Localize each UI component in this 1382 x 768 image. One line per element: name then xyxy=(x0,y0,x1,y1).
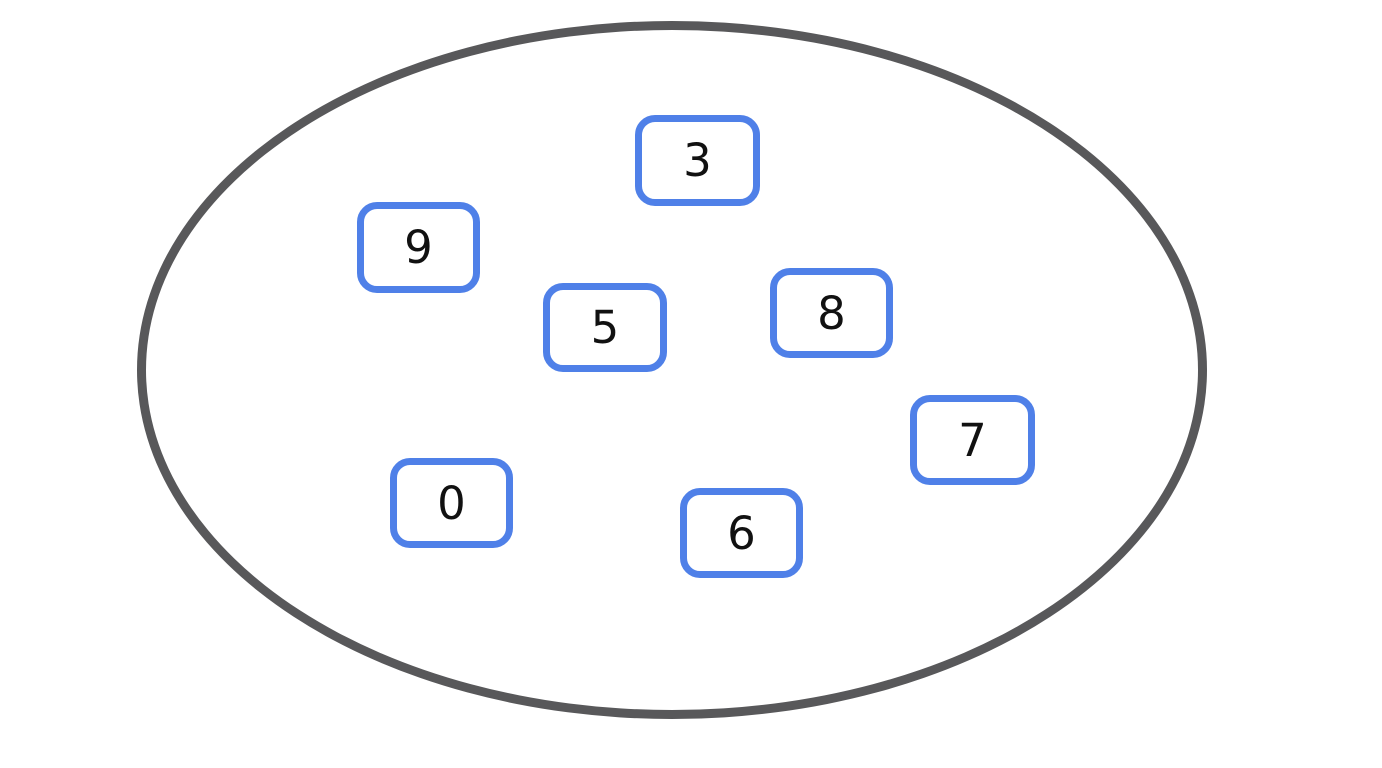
tile-label: 0 xyxy=(437,476,466,530)
number-tile-6[interactable]: 6 xyxy=(680,488,803,578)
tile-label: 6 xyxy=(727,506,756,560)
tile-label: 5 xyxy=(590,301,620,354)
number-tile-9[interactable]: 9 xyxy=(357,202,480,293)
number-tile-8[interactable]: 8 xyxy=(770,268,893,358)
tile-label: 8 xyxy=(817,286,846,340)
number-tile-3[interactable]: 3 xyxy=(635,115,760,206)
number-tile-0[interactable]: 0 xyxy=(390,458,513,548)
tile-label: 3 xyxy=(683,134,712,187)
tile-label: 9 xyxy=(404,221,433,274)
number-tile-5[interactable]: 5 xyxy=(543,283,667,372)
number-tile-7[interactable]: 7 xyxy=(910,395,1035,485)
tile-label: 7 xyxy=(958,413,987,467)
